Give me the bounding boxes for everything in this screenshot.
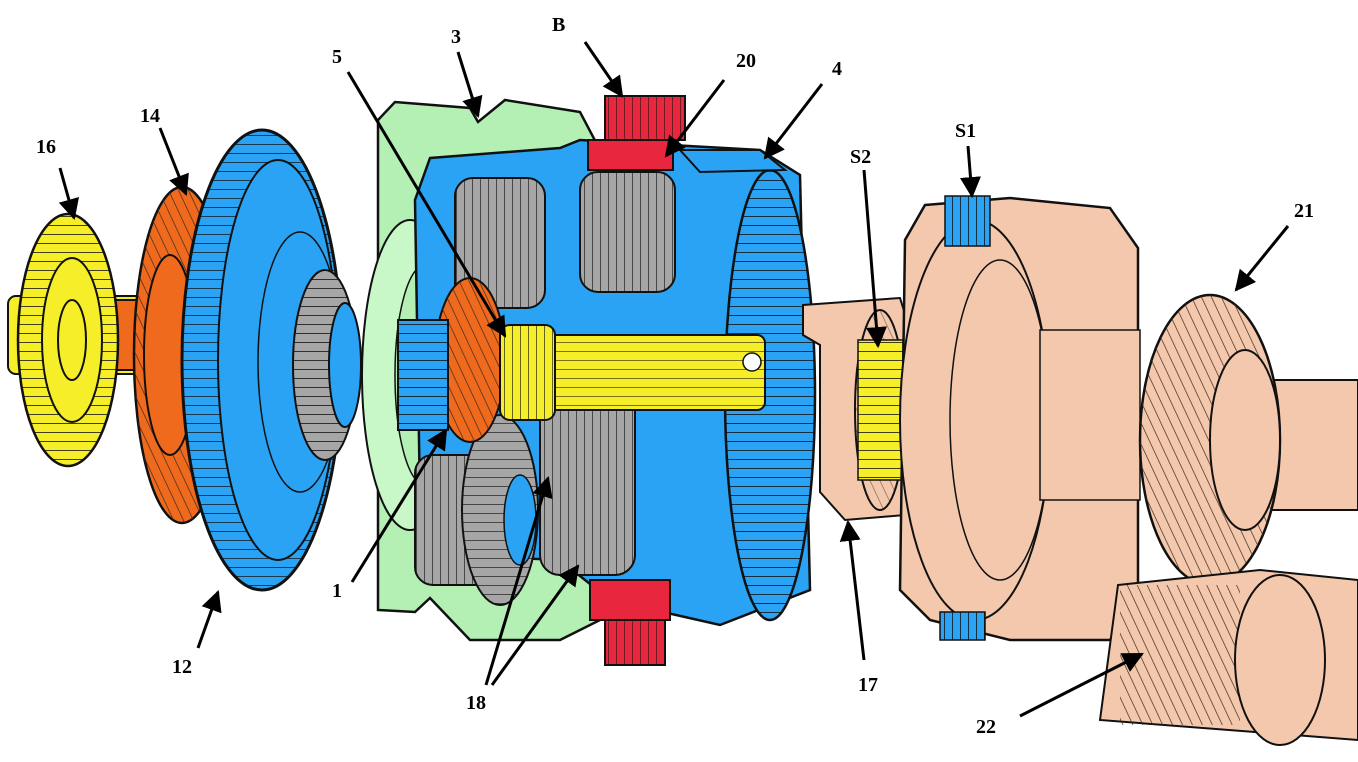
label-1: 1 — [332, 580, 342, 602]
gear-22-peach — [1098, 568, 1358, 746]
label-20: 20 — [736, 50, 756, 72]
label-S1: S1 — [955, 120, 977, 142]
label-5: 5 — [332, 46, 342, 68]
label-4: 4 — [832, 58, 842, 80]
brake-B-red — [587, 95, 686, 666]
clutch-17-peach — [802, 296, 912, 522]
label-B: B — [552, 14, 566, 36]
bearing-gray — [292, 269, 362, 461]
leader-16 — [58, 167, 80, 221]
gear-21-peach — [1138, 293, 1358, 587]
label-17: 17 — [858, 674, 878, 696]
label-22: 22 — [976, 716, 996, 738]
leader-21 — [1234, 225, 1290, 292]
leader-5 — [346, 71, 507, 338]
planet-gears-gray — [414, 171, 676, 606]
label-12: 12 — [172, 656, 192, 678]
leader-12 — [196, 590, 222, 649]
label-18: 18 — [466, 692, 486, 714]
sun-shaft-5-yellow — [499, 324, 766, 421]
leader-1 — [350, 428, 448, 583]
gear-16-yellow — [16, 212, 120, 468]
label-S2: S2 — [850, 146, 872, 168]
leader-17 — [839, 519, 866, 661]
leader-18b — [490, 564, 580, 686]
leader-20 — [664, 79, 726, 158]
leader-arrows — [58, 41, 1290, 718]
leader-18a — [484, 475, 553, 686]
label-14: 14 — [140, 105, 160, 127]
leader-3 — [456, 51, 483, 119]
leader-B — [583, 41, 624, 98]
label-3: 3 — [451, 26, 461, 48]
label-21: 21 — [1294, 200, 1314, 222]
leader-S1 — [960, 145, 981, 199]
label-16: 16 — [36, 136, 56, 158]
leader-S2 — [862, 169, 887, 349]
clutch-housing-S1-peach — [898, 195, 1141, 642]
leader-22 — [1019, 652, 1144, 718]
leader-4 — [763, 83, 824, 160]
leader-14 — [158, 127, 189, 196]
